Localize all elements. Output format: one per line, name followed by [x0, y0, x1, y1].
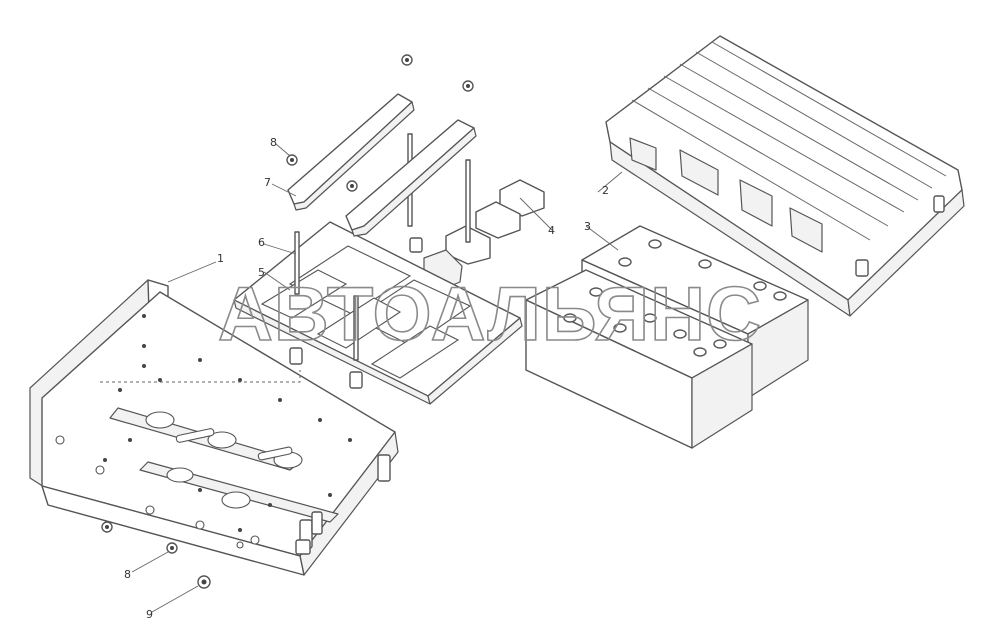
callout-2: 2: [602, 184, 609, 197]
watermark-text: АВТОАЛЬЯНС: [218, 272, 762, 357]
callout-1: 1: [217, 252, 224, 265]
screw-part-9: [197, 575, 211, 589]
callout-7: 7: [264, 176, 271, 189]
battery-terminals: [563, 239, 787, 357]
callout-8-bottom: 8: [124, 568, 131, 581]
callout-6: 6: [258, 236, 265, 249]
battery-cover-part-2: [605, 35, 965, 317]
callout-labels: 1 2 3 4 5 6 7 8 8 9: [124, 136, 609, 621]
callout-8-top: 8: [270, 136, 277, 149]
callout-5: 5: [258, 266, 265, 279]
callout-4: 4: [548, 224, 555, 237]
leader-lines: [131, 143, 623, 613]
callout-3: 3: [584, 220, 591, 233]
clamp-bars-part-7: [287, 93, 477, 237]
batteries-part-3: [525, 225, 809, 449]
battery-frame-part-5: [233, 221, 523, 405]
battery-tray-part-1: [29, 279, 399, 576]
nuts-part-8: [101, 54, 474, 554]
callout-9: 9: [146, 608, 153, 621]
